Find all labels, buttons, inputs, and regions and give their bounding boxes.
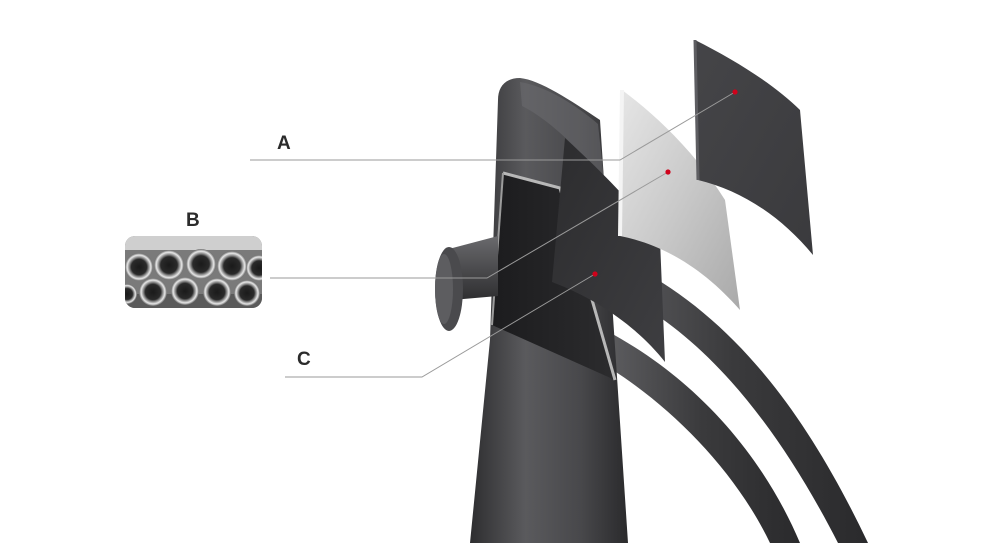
panel-a-edge (618, 89, 624, 237)
radiator-arc-tube-lower (605, 330, 800, 543)
callout-label-a: A (277, 133, 291, 154)
panel-a (620, 90, 740, 310)
leader-line-b (270, 171, 669, 279)
leader-line-a (250, 91, 736, 161)
marker-dot-panel-a (665, 169, 671, 175)
callout-label-b: B (186, 210, 200, 231)
panel-c (552, 138, 665, 362)
marker-dot-panel-c (592, 271, 598, 277)
leader-lines (250, 91, 736, 378)
steel-pipes-image (125, 236, 262, 308)
radiator-arc-tube-upper (600, 250, 868, 543)
radiator-cavity-edge (502, 171, 617, 381)
callout-label-c: C (297, 349, 311, 370)
panel-outer-cover (695, 40, 813, 255)
steel-pipes-thumbnail (125, 236, 262, 308)
leader-line-c (285, 273, 596, 378)
panel-outer-cover-edge (693, 39, 700, 181)
marker-dot-outer-cover (732, 89, 738, 95)
valve-flange-face (435, 254, 453, 324)
